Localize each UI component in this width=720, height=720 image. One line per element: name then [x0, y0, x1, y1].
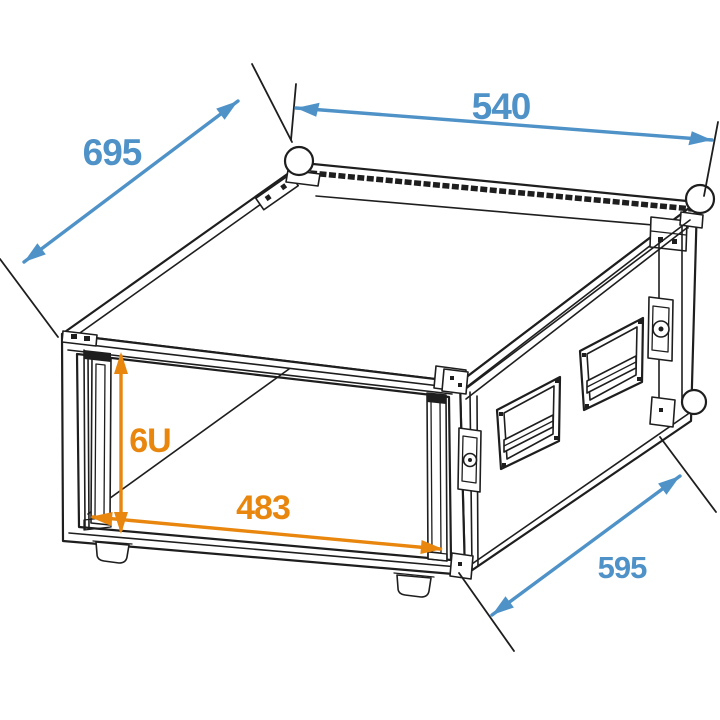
dimension-front-height-6u: 6U: [114, 352, 172, 534]
arrowhead: [24, 243, 46, 262]
corner-brace-top-front: [441, 368, 469, 395]
dim-6u-label: 6U: [129, 422, 170, 460]
corner-bracket-front-left: [61, 330, 98, 347]
dimension-top-depth-695: 695: [22, 99, 240, 264]
arrowhead: [216, 101, 238, 120]
dim-483-label: 483: [236, 489, 290, 527]
arrowhead: [688, 131, 712, 146]
dimension-arrow-line: [91, 515, 442, 551]
extension-line: [251, 63, 293, 143]
recessed-handle-front: [495, 375, 562, 471]
extension-line: [458, 572, 515, 652]
extension-line: [290, 83, 297, 141]
case-line-art: [0, 63, 719, 652]
dimension-front-width-483: 483: [90, 489, 443, 554]
dim-695-label: 695: [83, 132, 142, 173]
lid-latch: [457, 427, 482, 493]
ball-corner-rear-left: [283, 145, 315, 177]
dimension-arrow-line: [294, 106, 714, 142]
arrowhead: [114, 512, 128, 534]
rear-rim-hatch-band: [309, 170, 693, 212]
arrowhead: [658, 476, 680, 495]
ball-corner-rear-right: [684, 183, 716, 215]
dimension-bottom-depth-595: 595: [490, 474, 682, 617]
extension-line: [659, 436, 717, 513]
extension-line: [703, 121, 719, 197]
arrowhead: [296, 102, 320, 117]
dimension-arrow-line: [22, 99, 240, 264]
rack-rail-right: [426, 392, 448, 562]
foot-left: [92, 540, 133, 564]
foot-right: [393, 572, 435, 598]
extension-line: [0, 258, 59, 338]
corner-brace-bottom-rear: [649, 396, 676, 428]
dimension-arrow-line: [490, 474, 682, 617]
arrowhead: [420, 540, 443, 554]
dim-540-label: 540: [472, 86, 531, 127]
butterfly-latch: [647, 296, 674, 362]
arrowhead: [492, 596, 514, 615]
ball-corner-bottom-right: [680, 388, 708, 416]
dimension-top-width-540: 540: [294, 86, 714, 146]
dim-595-label: 595: [598, 550, 647, 585]
arrowhead: [114, 352, 128, 374]
corner-brace-bottom-front: [449, 552, 474, 580]
arrowhead: [90, 512, 113, 526]
